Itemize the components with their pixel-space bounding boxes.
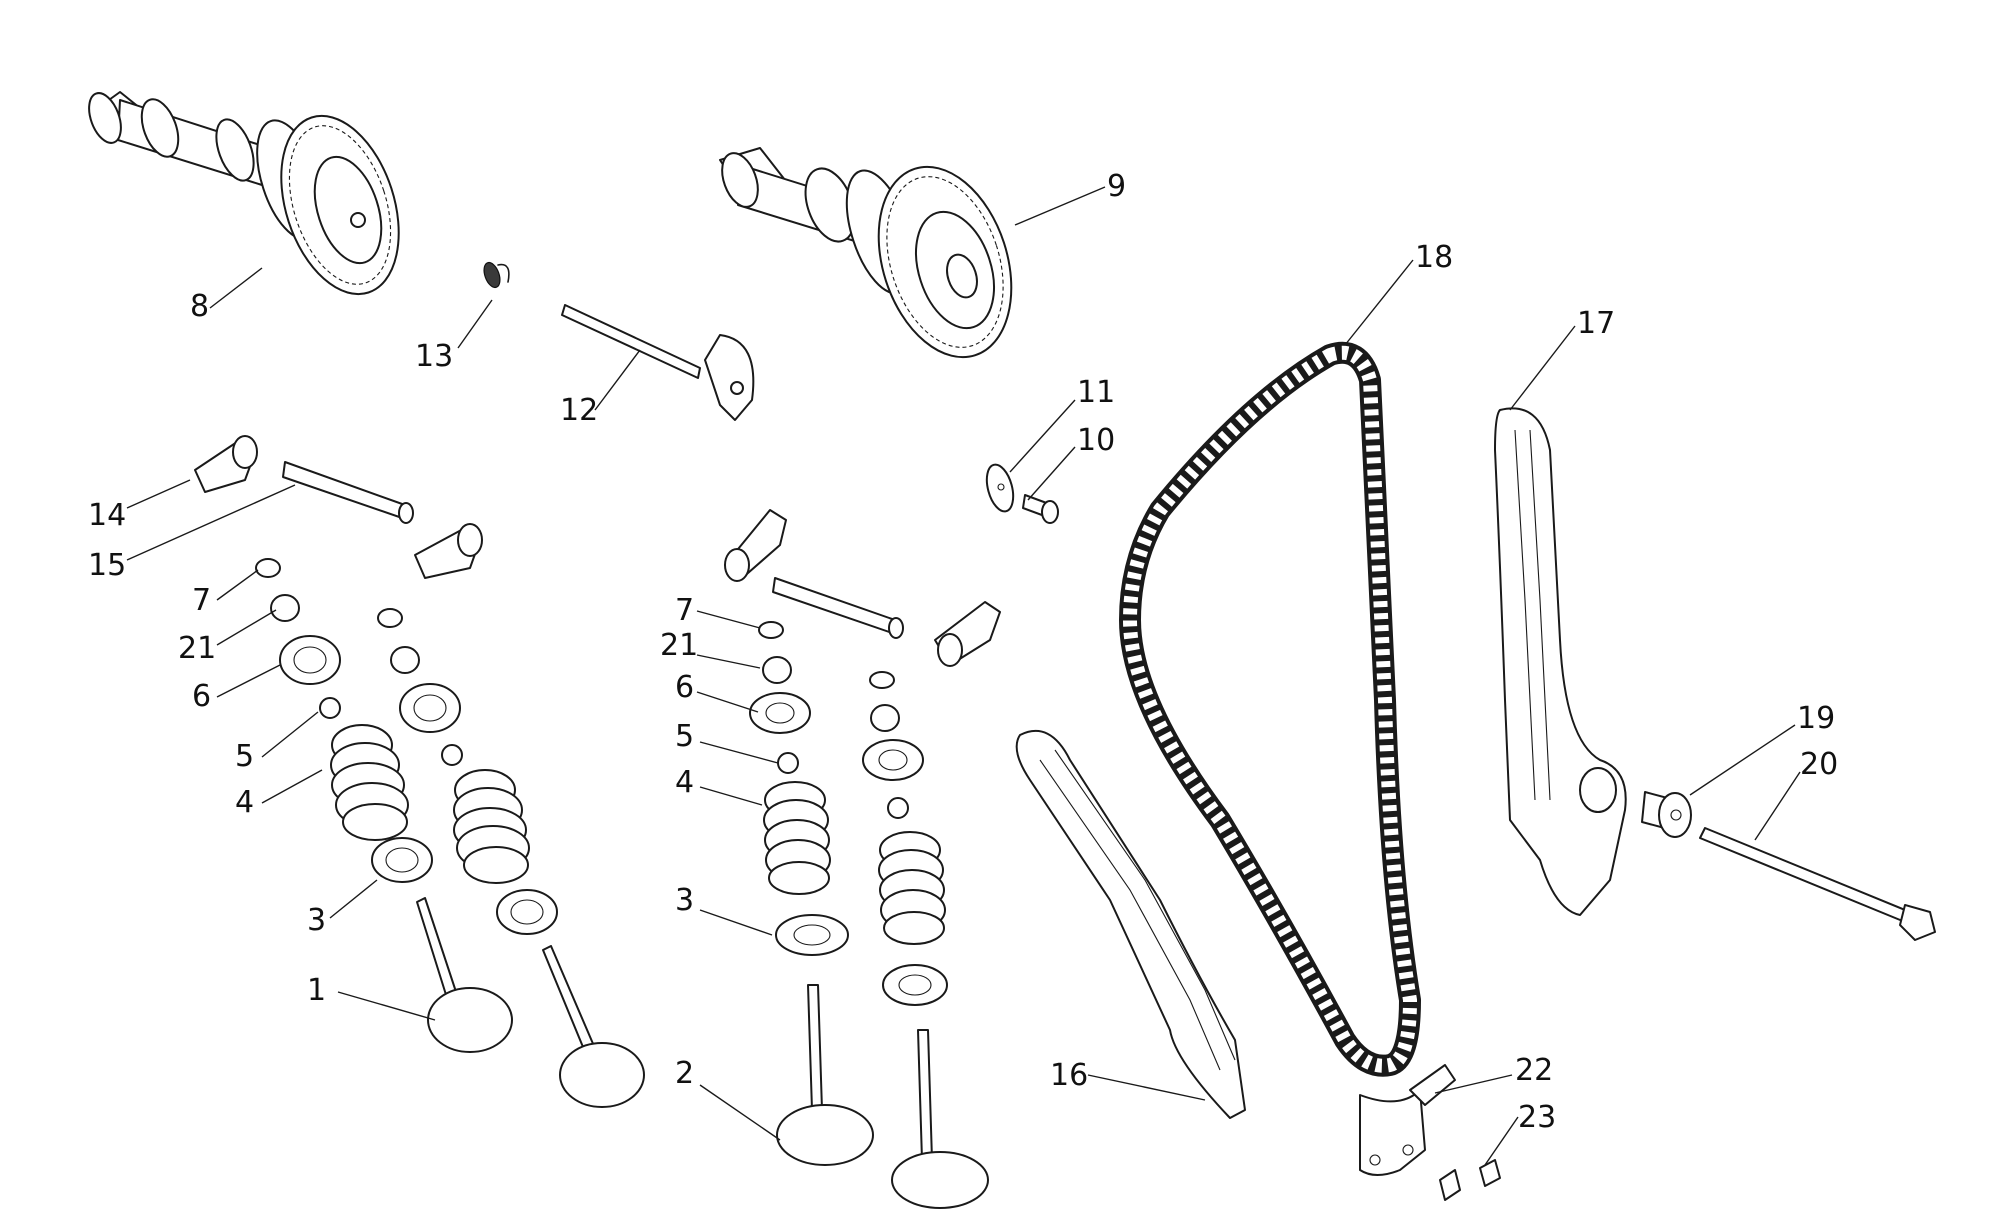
callout-3a: 3: [307, 903, 326, 938]
callout-22: 22: [1515, 1053, 1553, 1088]
chain-guide-fixed: [1015, 730, 1246, 1119]
callout-6a: 6: [192, 679, 211, 714]
callout-14: 14: [88, 498, 126, 533]
callout-19: 19: [1797, 701, 1835, 736]
callout-3b: 3: [675, 883, 694, 918]
rocker-assembly-left: [194, 435, 483, 579]
callout-7b: 7: [675, 593, 694, 628]
callout-5b: 5: [675, 719, 694, 754]
callout-20: 20: [1800, 747, 1838, 782]
bushing-and-pivot-bolt: [1641, 791, 1936, 941]
callout-5a: 5: [235, 739, 254, 774]
chain-tensioner-guide: [1494, 407, 1627, 916]
callout-7a: 7: [192, 583, 211, 618]
callout-4b: 4: [675, 765, 694, 800]
callout-11: 11: [1077, 375, 1115, 410]
camshaft-right: [719, 147, 1013, 359]
callout-2: 2: [675, 1056, 694, 1091]
bracket-and-bolts: [1359, 1064, 1501, 1201]
callout-6b: 6: [675, 670, 694, 705]
callout-13: 13: [415, 339, 453, 374]
valve-train-right-a: [749, 621, 874, 1166]
washer-and-bolt: [985, 463, 1059, 524]
callout-23: 23: [1518, 1100, 1556, 1135]
callout-4a: 4: [235, 785, 254, 820]
callout-21a: 21: [178, 631, 216, 666]
callout-15: 15: [88, 548, 126, 583]
callout-9: 9: [1107, 169, 1126, 204]
callout-17: 17: [1577, 306, 1615, 341]
decompressor-shaft: [561, 304, 755, 421]
callout-12: 12: [560, 393, 598, 428]
callout-1: 1: [307, 973, 326, 1008]
callout-18: 18: [1415, 240, 1453, 275]
valve-train-left-b: [377, 608, 645, 1108]
callout-8: 8: [190, 289, 209, 324]
valve-train-right-b: [862, 671, 989, 1209]
valve-train-left-a: [255, 558, 513, 1053]
leader-lines: [126, 186, 1801, 1166]
callout-numbers: 1 2 3 3 4 4 5 5 6 6 7 7 8 9 10 11 12 13 …: [88, 169, 1838, 1135]
callout-16: 16: [1050, 1058, 1088, 1093]
rocker-assembly-right: [724, 509, 1001, 667]
timing-chain: [1119, 341, 1421, 1077]
callout-10: 10: [1077, 423, 1115, 458]
callout-21b: 21: [660, 628, 698, 663]
spring-clip: [483, 261, 510, 289]
camshaft-left: [88, 91, 400, 296]
